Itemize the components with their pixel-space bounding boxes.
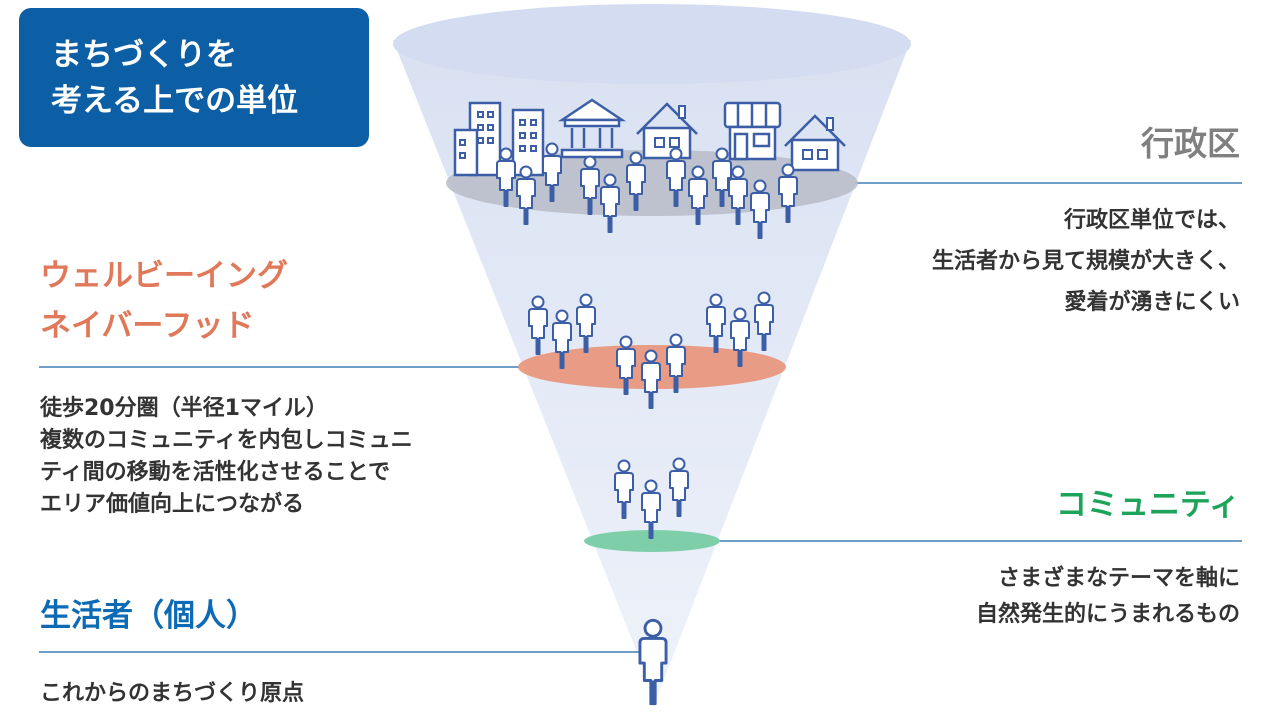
wellbeing-desc-line: 複数のコミュニティを内包しコミュニ (40, 428, 413, 453)
wellbeing-desc-line: 徒歩20分圏（半径1マイル） (40, 396, 328, 421)
wellbeing-description: 徒歩20分圏（半径1マイル） 複数のコミュニティを内包しコミュニ ティ間の移動を… (40, 393, 413, 521)
office-building-icon (453, 101, 545, 177)
gyoseiku-label: 行政区 (1141, 124, 1240, 163)
shop-icon (723, 101, 782, 161)
gyoseiku-desc-line: 生活者から見て規模が大きく、 (931, 249, 1240, 274)
community-ellipse (584, 530, 720, 552)
title-box: まちづくりを 考える上での単位 (19, 8, 369, 147)
public-building-icon (557, 98, 627, 159)
individual-label: 生活者（個人） (40, 598, 257, 634)
community-description: さまざまなテーマを軸に 自然発生的にうまれるもの (976, 563, 1240, 631)
community-label: コミュニティ (1055, 487, 1240, 523)
gyoseiku-desc-line: 行政区単位では、 (1063, 208, 1240, 233)
wellbeing-label-line: ウェルビーイング (40, 258, 288, 294)
wellbeing-label-line: ネイバーフッド (40, 308, 255, 344)
gyoseiku-description: 行政区単位では、 生活者から見て規模が大きく、 愛着が湧きにくい (932, 205, 1240, 319)
title-line-2: 考える上での単位 (51, 83, 299, 119)
community-desc-line: 自然発生的にうまれるもの (975, 602, 1240, 627)
wellbeing-label: ウェルビーイング ネイバーフッド (40, 251, 288, 351)
title-line-1: まちづくりを (51, 37, 237, 73)
community-desc-line: さまざまなテーマを軸に (997, 566, 1240, 591)
individual-description: これからのまちづくり原点 (40, 681, 305, 706)
wellbeing-desc-line: ティ間の移動を活性化させることで (40, 460, 391, 485)
funnel-rim (393, 4, 911, 84)
gyoseiku-desc-line: 愛着が湧きにくい (1064, 290, 1240, 315)
wellbeing-desc-line: エリア価値向上につながる (40, 492, 305, 517)
